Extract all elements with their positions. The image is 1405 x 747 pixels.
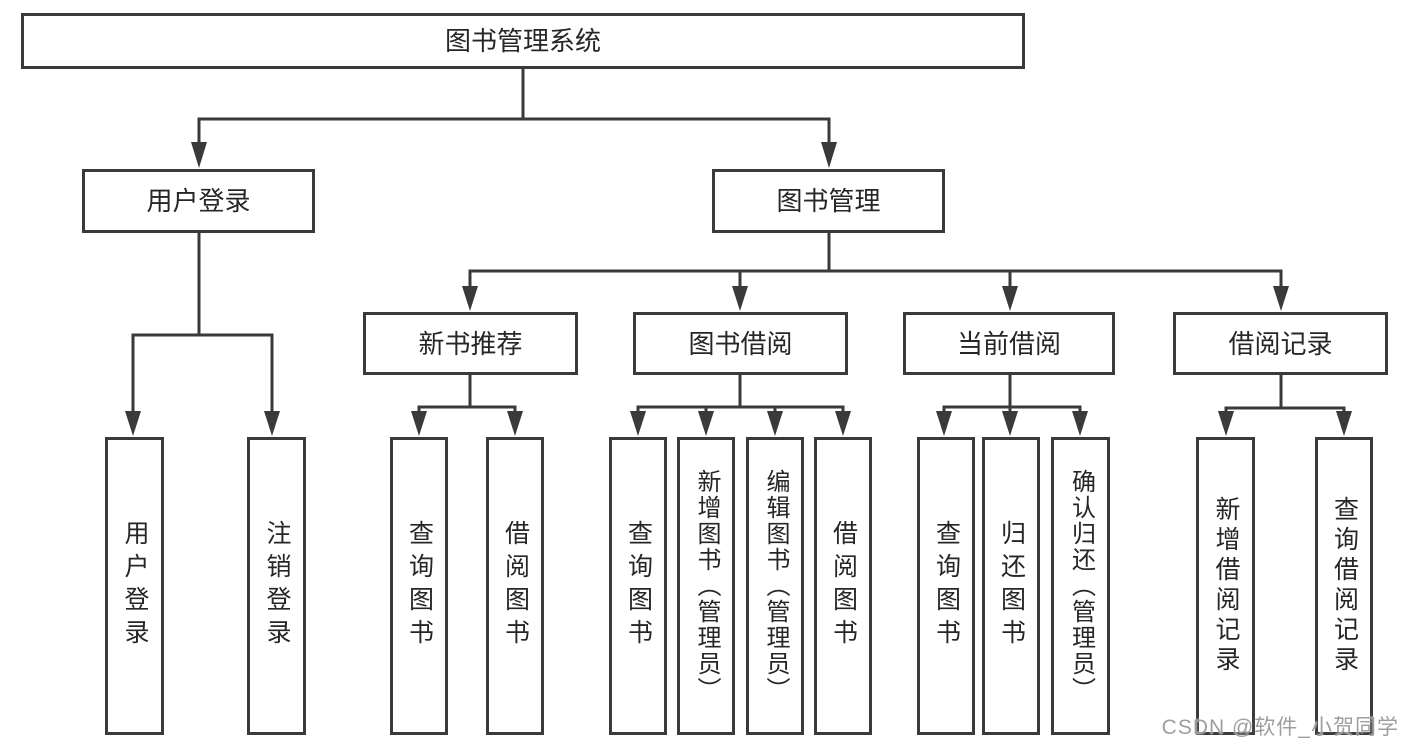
- node-label: 注销登录: [263, 520, 291, 652]
- node-current-borrowing: 当前借阅: [903, 312, 1115, 375]
- node-label: 查询图书: [624, 520, 653, 652]
- node-label: 查询图书: [405, 520, 434, 652]
- node-label: 借阅图书: [829, 520, 858, 652]
- node-label: 新增图书（管理员）: [693, 469, 720, 703]
- leaf-current-query-books: 查询图书: [917, 437, 975, 735]
- node-label: 归还图书: [997, 520, 1026, 652]
- node-label: 图书管理: [776, 186, 881, 216]
- node-label: 当前借阅: [956, 328, 1061, 359]
- leaf-records-query-record: 查询借阅记录: [1315, 437, 1373, 735]
- leaf-newbook-query-books: 查询图书: [390, 437, 448, 735]
- node-label: 查询图书: [932, 520, 961, 652]
- node-label: 借阅记录: [1228, 328, 1333, 359]
- node-new-book-recommend: 新书推荐: [363, 312, 578, 375]
- node-borrowing-records: 借阅记录: [1173, 312, 1388, 375]
- node-label: 图书借阅: [688, 328, 793, 359]
- leaf-newbook-borrow-books: 借阅图书: [486, 437, 544, 735]
- node-label: 借阅图书: [501, 520, 530, 652]
- leaf-borrow-add-books-admin: 新增图书（管理员）: [677, 437, 735, 735]
- node-label: 编辑图书（管理员）: [762, 469, 789, 703]
- leaf-borrow-query-books: 查询图书: [609, 437, 667, 735]
- leaf-borrow-borrow-books: 借阅图书: [814, 437, 872, 735]
- leaf-records-add-record: 新增借阅记录: [1196, 437, 1255, 735]
- node-book-management: 图书管理: [712, 169, 945, 233]
- node-library-system: 图书管理系统: [21, 13, 1025, 69]
- node-label: 新增借阅记录: [1212, 496, 1240, 676]
- node-label: 图书管理系统: [444, 26, 601, 56]
- node-label: 新书推荐: [418, 328, 523, 359]
- leaf-user-login: 用户登录: [105, 437, 164, 735]
- leaf-logout: 注销登录: [247, 437, 306, 735]
- node-book-borrowing: 图书借阅: [633, 312, 848, 375]
- leaf-borrow-edit-books-admin: 编辑图书（管理员）: [746, 437, 804, 735]
- leaf-current-confirm-return-admin: 确认归还（管理员）: [1051, 437, 1110, 735]
- node-label: 用户登录: [121, 520, 149, 652]
- leaf-current-return-books: 归还图书: [982, 437, 1040, 735]
- node-label: 确认归还（管理员）: [1067, 469, 1095, 703]
- csdn-watermark: CSDN @软件_小贺同学: [1161, 716, 1399, 739]
- node-user-login: 用户登录: [82, 169, 315, 233]
- node-label: 查询借阅记录: [1330, 496, 1359, 676]
- node-label: 用户登录: [146, 186, 251, 216]
